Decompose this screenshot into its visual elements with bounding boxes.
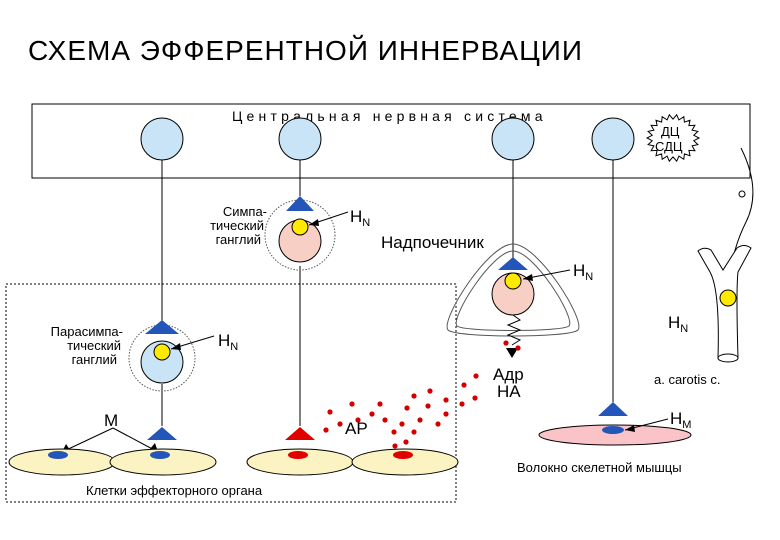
hn-label-sympathetic: НN bbox=[350, 207, 370, 229]
sympathetic-ganglion-outline bbox=[264, 199, 336, 271]
secretion-dot bbox=[392, 443, 398, 449]
secretion-dot bbox=[377, 401, 383, 407]
secretion-dot bbox=[417, 417, 423, 423]
effector-cell-2 bbox=[109, 448, 217, 476]
sdc-label: СДЦ bbox=[655, 139, 683, 154]
parasympathetic-nerve-ending bbox=[147, 427, 177, 440]
hm-pointer-head bbox=[625, 425, 635, 432]
secretion-dot bbox=[355, 417, 361, 423]
secretion-dot bbox=[425, 403, 431, 409]
cns-neuron-parasympathetic bbox=[140, 117, 184, 161]
sympathetic-ganglion-receptor-triangle bbox=[286, 196, 314, 211]
adrenal-secretion-arrow bbox=[506, 348, 518, 358]
parasympathetic-ganglion-label-2: тический bbox=[67, 338, 121, 353]
na-label: НА bbox=[497, 382, 521, 401]
secretion-dot bbox=[503, 340, 509, 346]
carotis-label: a. carotis c. bbox=[654, 372, 720, 387]
adrenal-secretion-path bbox=[506, 314, 522, 346]
hn-label-carotid: НN bbox=[668, 313, 688, 335]
secretion-dot bbox=[427, 388, 433, 394]
skeletal-muscle-fiber bbox=[538, 424, 692, 446]
motor-end-plate-triangle bbox=[598, 402, 628, 416]
secretion-dot bbox=[327, 409, 333, 415]
sympathetic-ganglion-hn-receptor bbox=[291, 218, 309, 236]
effector-cell-4 bbox=[351, 448, 459, 476]
adr-label: Адр bbox=[493, 365, 524, 384]
diagram-title: СХЕМА ЭФФЕРЕНТНОЙ ИННЕРВАЦИИ bbox=[28, 35, 583, 66]
secretion-dot bbox=[411, 429, 417, 435]
parasympathetic-ganglion-body bbox=[140, 340, 184, 384]
secretion-dot bbox=[382, 417, 388, 423]
parasympathetic-ganglion-label-1: Парасимпа- bbox=[51, 324, 123, 339]
adrenal-label: Надпочечник bbox=[381, 233, 484, 252]
secretion-dot bbox=[435, 421, 441, 427]
hm-label: НM bbox=[670, 409, 691, 431]
secretion-dot bbox=[472, 395, 478, 401]
parasympathetic-ganglion-label-3: ганглий bbox=[72, 352, 117, 367]
ar-receptor-cell-4 bbox=[393, 451, 413, 459]
secretion-dot bbox=[473, 373, 479, 379]
hn-pointer-adrenal-head bbox=[523, 274, 533, 281]
secretion-dot bbox=[461, 382, 467, 388]
adrenal-outline-outer bbox=[446, 243, 580, 337]
secretion-dot bbox=[411, 393, 417, 399]
cns-neuron-sympathetic bbox=[278, 117, 322, 161]
parasympathetic-ganglion-receptor-triangle bbox=[145, 320, 179, 334]
carotid-artery-opening bbox=[717, 353, 739, 363]
divergence-line-left bbox=[61, 427, 114, 453]
divergence-line-right bbox=[112, 427, 159, 453]
m-receptor-cell-2 bbox=[150, 451, 170, 459]
effector-cells-label: Клетки эффекторного органа bbox=[86, 483, 263, 498]
secretion-dot bbox=[404, 405, 410, 411]
adrenaline-dots bbox=[323, 340, 521, 449]
dc-label: ДЦ bbox=[661, 124, 680, 139]
effector-organ-region bbox=[5, 283, 457, 503]
secretion-dot bbox=[515, 345, 521, 351]
adrenal-hn-receptor bbox=[504, 272, 522, 290]
secretion-dot bbox=[349, 401, 355, 407]
hn-pointer-sympathetic-head bbox=[309, 219, 319, 226]
carotid-nerve-node bbox=[738, 190, 746, 198]
ar-receptor-cell-3 bbox=[288, 451, 308, 459]
secretion-dot bbox=[399, 421, 405, 427]
sympathetic-ganglion-label-2: тический bbox=[210, 218, 264, 233]
m-receptor-cell-1 bbox=[48, 451, 68, 459]
hn-label-parasympathetic: НN bbox=[218, 331, 238, 353]
cns-neuron-adrenal bbox=[491, 117, 535, 161]
sympathetic-ganglion-label-3: ганглий bbox=[216, 232, 261, 247]
secretion-dot bbox=[369, 411, 375, 417]
motor-end-plate-receptor bbox=[602, 426, 624, 434]
secretion-dot bbox=[443, 397, 449, 403]
secretion-dot bbox=[443, 411, 449, 417]
secretion-dot bbox=[337, 421, 343, 427]
sympathetic-nerve-ending bbox=[285, 427, 315, 440]
muscle-fiber-label: Волокно скелетной мышцы bbox=[517, 460, 682, 475]
secretion-dot bbox=[391, 429, 397, 435]
hn-label-adrenal: НN bbox=[573, 261, 593, 283]
sympathetic-ganglion-label-1: Симпа- bbox=[223, 204, 267, 219]
carotid-hn-receptor bbox=[719, 289, 737, 307]
m-label: М bbox=[104, 411, 118, 430]
secretion-dot bbox=[403, 439, 409, 445]
cns-label: Центральная нервная система bbox=[232, 108, 547, 124]
adrenal-receptor-triangle bbox=[498, 257, 528, 270]
parasympathetic-ganglion-outline bbox=[128, 324, 196, 392]
adrenal-outline-inner bbox=[455, 250, 571, 331]
secretion-dot bbox=[459, 401, 465, 407]
ar-label: АР bbox=[345, 419, 368, 438]
cns-neuron-motor bbox=[591, 117, 635, 161]
vasomotor-center-star bbox=[645, 113, 701, 163]
secretion-dot bbox=[323, 427, 329, 433]
parasympathetic-ganglion-hn-receptor bbox=[153, 343, 171, 361]
hn-pointer-parasympathetic-head bbox=[171, 343, 181, 350]
